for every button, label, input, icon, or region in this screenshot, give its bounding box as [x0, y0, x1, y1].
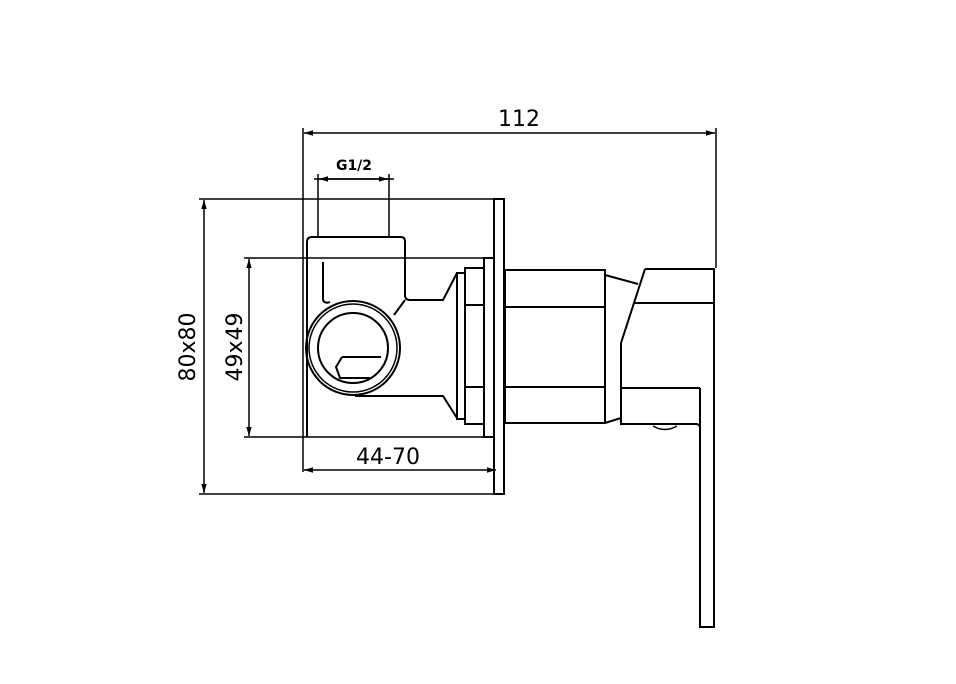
- dimension-label-box: 49x49: [223, 312, 248, 381]
- dimension-thread: G1/2: [314, 158, 394, 236]
- dimension-112: 112: [302, 107, 717, 472]
- dimension-label-install: 44-70: [356, 445, 420, 470]
- dimension-label-112: 112: [498, 107, 540, 132]
- valve-body: [305, 236, 495, 438]
- dimension-install: 44-70: [304, 445, 496, 473]
- trim-stem: [504, 269, 639, 424]
- dimension-plate: 80x80: [176, 198, 496, 495]
- lever-handle: [620, 268, 715, 628]
- dimension-label-thread: G1/2: [336, 158, 372, 174]
- wall-plate: [493, 198, 505, 495]
- dimension-box: 49x49: [223, 257, 486, 438]
- dimension-label-plate: 80x80: [176, 312, 201, 381]
